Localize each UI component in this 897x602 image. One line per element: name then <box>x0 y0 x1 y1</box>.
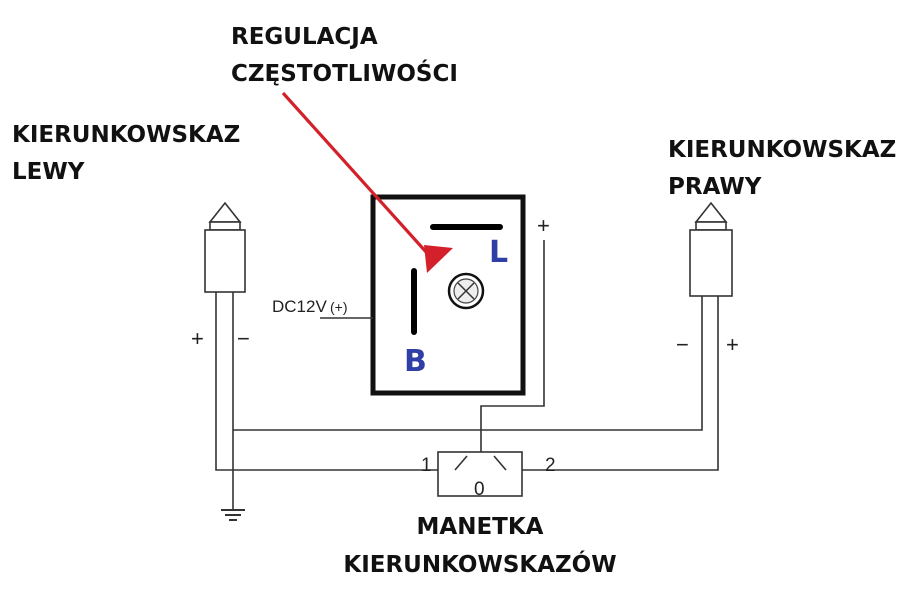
right-indicator-label-line1: KIERUNKOWSKAZ <box>668 137 896 163</box>
relay-to-switch-wire <box>480 240 545 470</box>
power-input-label: DC12V <box>272 297 327 316</box>
turn-signal-switch[interactable] <box>437 451 523 497</box>
power-input-polarity: (+) <box>330 299 348 315</box>
right-indicator-minus: − <box>676 332 689 357</box>
ground-icon <box>221 509 245 521</box>
left-indicator-bulb <box>204 201 246 293</box>
switch-position-1: 1 <box>421 455 432 476</box>
flasher-relay-box <box>370 194 526 396</box>
regulation-label-line2: CZĘSTOTLIWOŚCI <box>231 59 458 87</box>
switch-position-2: 2 <box>545 455 556 476</box>
relay-terminal-b-label: B <box>404 344 427 379</box>
right-plus-wire <box>506 296 719 471</box>
relay-terminal-l-label: L <box>489 235 508 270</box>
right-indicator-label-line2: PRAWY <box>668 174 762 200</box>
left-indicator-minus: − <box>237 326 250 351</box>
frequency-adjust-screw-icon[interactable] <box>447 272 485 310</box>
left-indicator-label-line2: LEWY <box>12 159 85 185</box>
right-indicator-bulb <box>689 201 733 297</box>
common-minus-bus <box>233 296 703 431</box>
relay-plus-sign: + <box>537 213 550 238</box>
left-plus-wire <box>215 292 455 471</box>
regulation-arrow <box>281 91 453 273</box>
switch-label-line2: KIERUNKOWSKAZÓW <box>343 550 616 578</box>
left-indicator-plus: + <box>191 326 204 351</box>
switch-label-line1: MANETKA <box>417 514 544 540</box>
left-indicator-label-line1: KIERUNKOWSKAZ <box>12 122 240 148</box>
regulation-label-line1: REGULACJA <box>231 24 378 50</box>
switch-position-0: 0 <box>474 479 485 500</box>
right-indicator-plus: + <box>726 332 739 357</box>
